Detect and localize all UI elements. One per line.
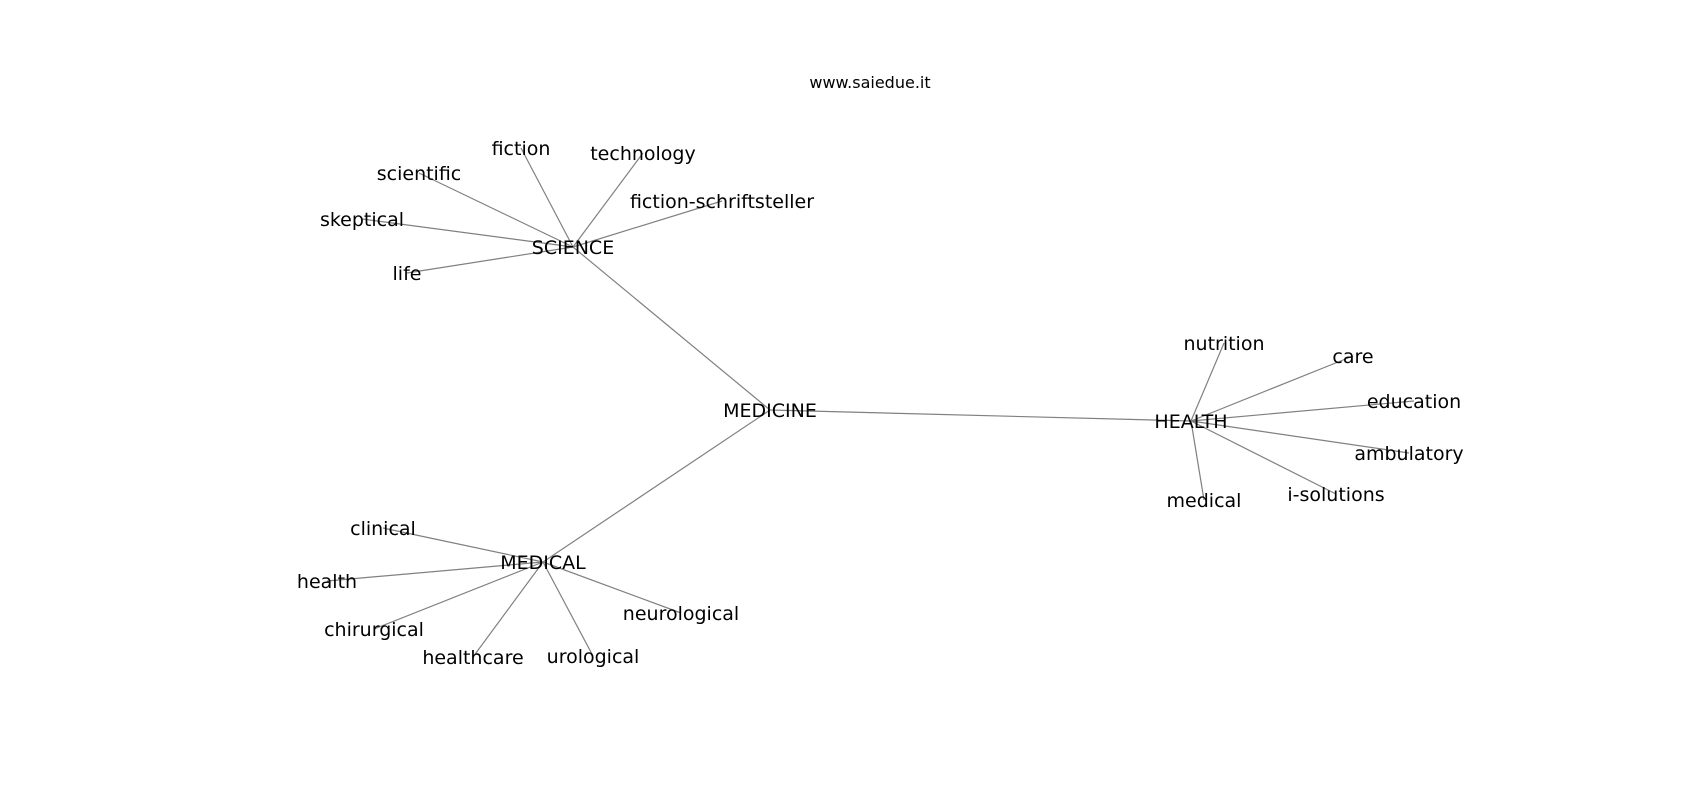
node-science-fiction: fiction [492,138,551,160]
node-medical-chirurgical: chirurgical [324,619,424,641]
edge-science-life [406,246,574,274]
node-medical-neurological: neurological [623,603,739,625]
node-health-medical: medical [1167,490,1242,512]
edge-layer [326,147,1415,658]
edge-science-skeptical [361,218,574,248]
node-science-life: life [393,263,422,285]
edge-health-care [1190,355,1354,422]
edge-medical-clinical [382,527,544,563]
node-health-education: education [1367,391,1461,413]
edge-science-scientific [418,172,574,248]
node-medical-healthcare: healthcare [422,647,523,669]
edge-medical-chirurgical [373,561,544,630]
node-science-technology: technology [590,143,696,165]
watermark-text: www.saiedue.it [809,73,930,92]
edge-health-i-solutions [1190,420,1337,495]
edge-health-medical [1190,420,1205,501]
node-science-skeptical: skeptical [320,209,404,231]
edge-health-ambulatory [1190,420,1410,454]
node-health: HEALTH [1154,411,1227,433]
node-medical-urological: urological [547,646,640,668]
edge-medicine-medical [542,409,771,563]
node-health-care: care [1332,346,1373,368]
node-medical-clinical: clinical [350,518,416,540]
edge-science-fiction [520,147,574,248]
node-health-nutrition: nutrition [1183,333,1264,355]
edge-medical-health [326,561,544,582]
edge-health-nutrition [1190,342,1225,422]
node-medicine: MEDICINE [723,400,817,422]
node-health-ambulatory: ambulatory [1354,443,1463,465]
edge-science-fiction-schriftsteller [572,200,723,248]
edge-medical-neurological [542,561,682,614]
label-layer: MEDICINE SCIENCE fiction technology scientif… [297,138,1464,669]
edge-medical-healthcare [472,561,544,658]
edge-health-education [1190,400,1415,422]
node-medical-health: health [297,571,357,593]
node-science-fiction-schriftsteller: fiction-schriftsteller [630,191,814,213]
node-science-scientific: scientific [377,163,462,185]
node-science: SCIENCE [532,237,614,259]
edge-medicine-science [572,246,771,411]
edge-science-technology [572,152,644,248]
edge-medical-urological [542,561,594,657]
node-health-i-solutions: i-solutions [1287,484,1384,506]
node-medical: MEDICAL [500,552,586,574]
edge-medicine-health [769,409,1192,422]
